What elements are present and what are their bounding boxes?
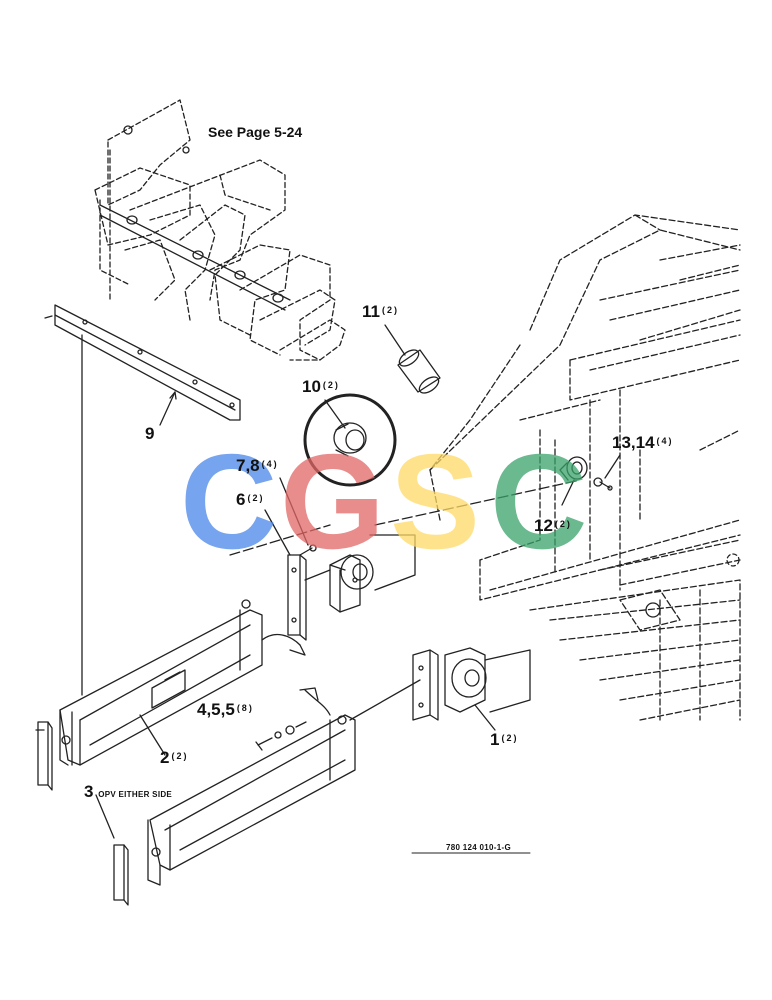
part-1-bearing-block: [412, 647, 531, 721]
callout-11-number: 11: [362, 302, 380, 321]
part-9-angle-bar: [44, 304, 241, 421]
callout-4-5-5-qty: (8): [236, 703, 254, 713]
callout-3: 3 OPV EITHER SIDE: [84, 782, 172, 802]
part-10-detail-circle: [303, 393, 397, 487]
lower-crossbeam: [147, 714, 356, 886]
leader-11: [384, 324, 406, 356]
callout-2-number: 2: [160, 748, 170, 767]
callout-7-8-qty: (4): [261, 459, 279, 469]
part-3-bracket-lower: [113, 844, 129, 906]
reel-shaft: [99, 125, 291, 311]
part-12-bearing: [559, 456, 588, 481]
watermark-letter-s: S: [390, 440, 480, 560]
callout-13-14-qty: (4): [656, 436, 674, 446]
part-10-bearing: [333, 422, 367, 457]
part-6-bracket: [287, 554, 307, 641]
callout-12-number: 12: [534, 516, 553, 535]
watermark-letter-g: G: [280, 440, 385, 560]
part-7-8-bolts: [299, 544, 317, 556]
leader-7-8: [279, 477, 309, 546]
shaft-centerline: [374, 479, 581, 526]
reel-assembly-dashed: [94, 99, 346, 361]
callout-12: 12(2): [534, 516, 572, 536]
part-3-bracket-upper: [35, 721, 53, 791]
callout-1-qty: (2): [501, 733, 519, 743]
callout-9: 9: [145, 424, 154, 444]
cgsc-watermark-logo: C G S C: [180, 440, 588, 560]
leader-6: [264, 509, 291, 556]
callout-6-qty: (2): [247, 493, 265, 503]
arrow-9: [169, 391, 177, 400]
callout-1: 1(2): [490, 730, 518, 750]
callout-13-14: 13,14(4): [612, 433, 674, 453]
leader-12: [561, 479, 575, 506]
callout-10: 10(2): [302, 377, 340, 397]
callout-11-qty: (2): [381, 305, 399, 315]
drawing-number: 780 124 010-1-G: [446, 843, 511, 852]
upper-bearing-block: [329, 534, 416, 613]
callout-2-qty: (2): [171, 751, 189, 761]
machine-frame-dashed: [429, 214, 741, 721]
callout-10-qty: (2): [322, 380, 340, 390]
part-4-5-5-bolt-set: [255, 721, 307, 751]
callout-4-5-5: 4,5,5(8): [197, 700, 254, 720]
callout-3-number: 3: [84, 782, 94, 801]
wire-harness-lower: [299, 687, 331, 716]
leader-1: [474, 704, 496, 731]
part-2-crossbeam: [59, 599, 263, 766]
callout-4-5-5-number: 4,5,5: [197, 700, 235, 719]
callout-7-8-number: 7,8: [236, 456, 260, 475]
callout-7-8: 7,8(4): [236, 456, 279, 476]
wire-harness-upper: [261, 633, 306, 656]
part-2-label-plate: [151, 669, 186, 709]
leader-3: [95, 794, 115, 839]
assembly-line-upper: [304, 569, 331, 581]
watermark-letter-c2: C: [490, 440, 588, 560]
bearing-plate-lower: [484, 649, 531, 713]
leader-9: [159, 391, 176, 426]
frame-hole-right: [726, 553, 740, 567]
callout-1-number: 1: [490, 730, 500, 749]
leader-2: [139, 714, 166, 756]
frame-hole: [645, 602, 661, 618]
callout-13-14-number: 13,14: [612, 433, 655, 452]
callout-2: 2(2): [160, 748, 188, 768]
callout-12-qty: (2): [554, 519, 572, 529]
callout-3-note: OPV EITHER SIDE: [98, 790, 173, 799]
assembly-line-lower: [349, 679, 421, 721]
leader-13-14: [604, 454, 621, 479]
callout-9-number: 9: [145, 424, 155, 443]
watermark-letter-c1: C: [180, 440, 278, 560]
see-page-note: See Page 5-24: [208, 124, 303, 140]
part-11-bushing: [397, 349, 441, 394]
bearing-plate: [369, 534, 416, 591]
callout-10-number: 10: [302, 377, 321, 396]
callout-6: 6(2): [236, 490, 264, 510]
leader-10: [324, 399, 346, 429]
part-13-14-bolt: [593, 477, 613, 491]
callout-6-number: 6: [236, 490, 246, 509]
callout-11: 11(2): [362, 302, 399, 322]
